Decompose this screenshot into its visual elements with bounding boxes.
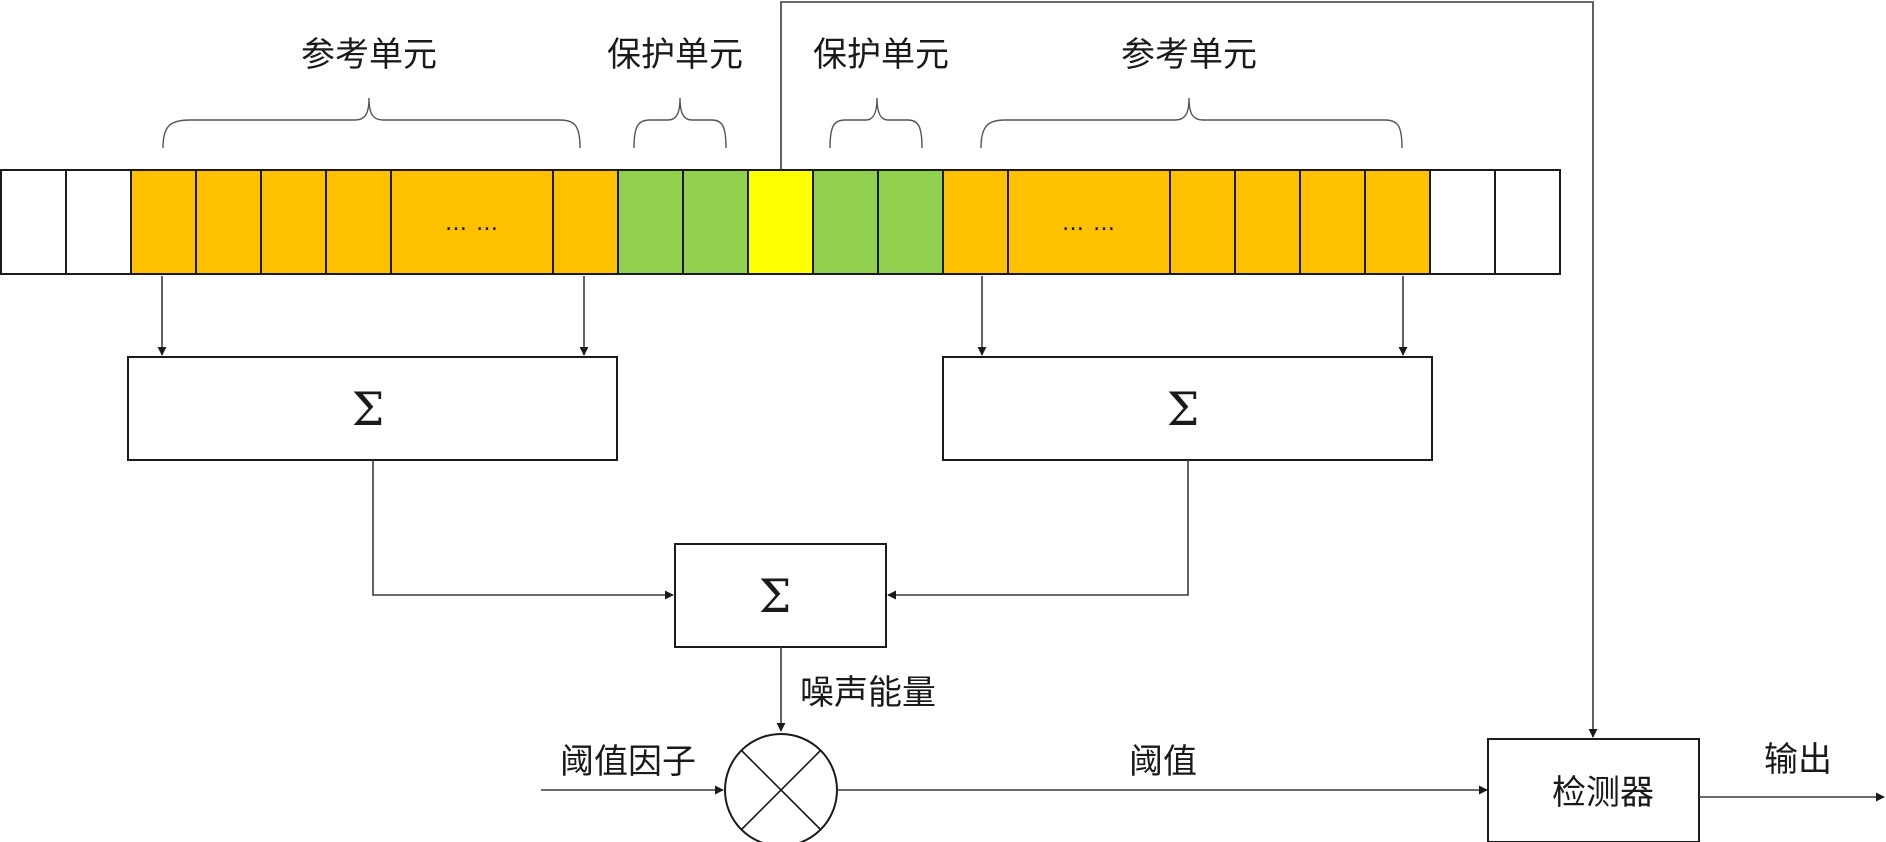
cell-reference-6 (390, 169, 554, 275)
label-guard-right: 保护单元 (813, 35, 949, 75)
cell-reference-3 (195, 169, 262, 275)
sum-block-left: Σ (127, 356, 618, 461)
cell-empty-1 (65, 169, 132, 275)
cell-reference-14 (1007, 169, 1171, 275)
label-output: 输出 (1764, 740, 1832, 780)
cell-ellipsis-6: … … (445, 211, 499, 236)
cell-strip: … … … … (0, 169, 1561, 275)
label-noise-energy: 噪声能量 (800, 673, 936, 713)
cell-guard-9 (682, 169, 749, 275)
multiplier-node (724, 733, 838, 842)
detector-label: 检测器 (1552, 773, 1654, 813)
cell-empty-0 (0, 169, 67, 275)
cell-ellipsis-14: … … (1062, 211, 1116, 236)
detector-block: 检测器 (1487, 738, 1700, 842)
brace-guard-left (633, 97, 727, 149)
line-cell-under-test-to-detector (780, 1, 1598, 738)
line-left-sum-to-center (372, 460, 674, 600)
cell-reference-4 (260, 169, 327, 275)
label-guard-left: 保护单元 (607, 35, 743, 75)
label-reference-right: 参考单元 (1121, 35, 1257, 75)
cell-reference-18 (1364, 169, 1431, 275)
sum-block-center: Σ (674, 543, 887, 648)
cell-guard-8 (617, 169, 684, 275)
cell-reference-13 (942, 169, 1009, 275)
label-threshold-factor: 阈值因子 (560, 742, 696, 782)
cell-guard-11 (812, 169, 879, 275)
cell-reference-16 (1234, 169, 1301, 275)
cell-reference-5 (325, 169, 392, 275)
cell-reference-2 (130, 169, 197, 275)
cell-reference-7 (552, 169, 619, 275)
brace-reference-right (980, 97, 1403, 149)
line-right-sum-to-center (887, 460, 1189, 600)
cell-reference-17 (1299, 169, 1366, 275)
cell-empty-20 (1494, 169, 1561, 275)
brace-reference-left (162, 97, 581, 149)
brace-guard-right (829, 97, 923, 149)
sum-symbol-center: Σ (759, 569, 792, 623)
cell-guard-12 (877, 169, 944, 275)
cell-cut-10 (747, 169, 814, 275)
sum-symbol-right: Σ (1167, 382, 1200, 436)
sum-block-right: Σ (942, 356, 1433, 461)
cell-reference-15 (1169, 169, 1236, 275)
sum-symbol-left: Σ (352, 382, 385, 436)
cell-empty-19 (1429, 169, 1496, 275)
label-threshold: 阈值 (1129, 742, 1197, 782)
label-reference-left: 参考单元 (301, 35, 437, 75)
